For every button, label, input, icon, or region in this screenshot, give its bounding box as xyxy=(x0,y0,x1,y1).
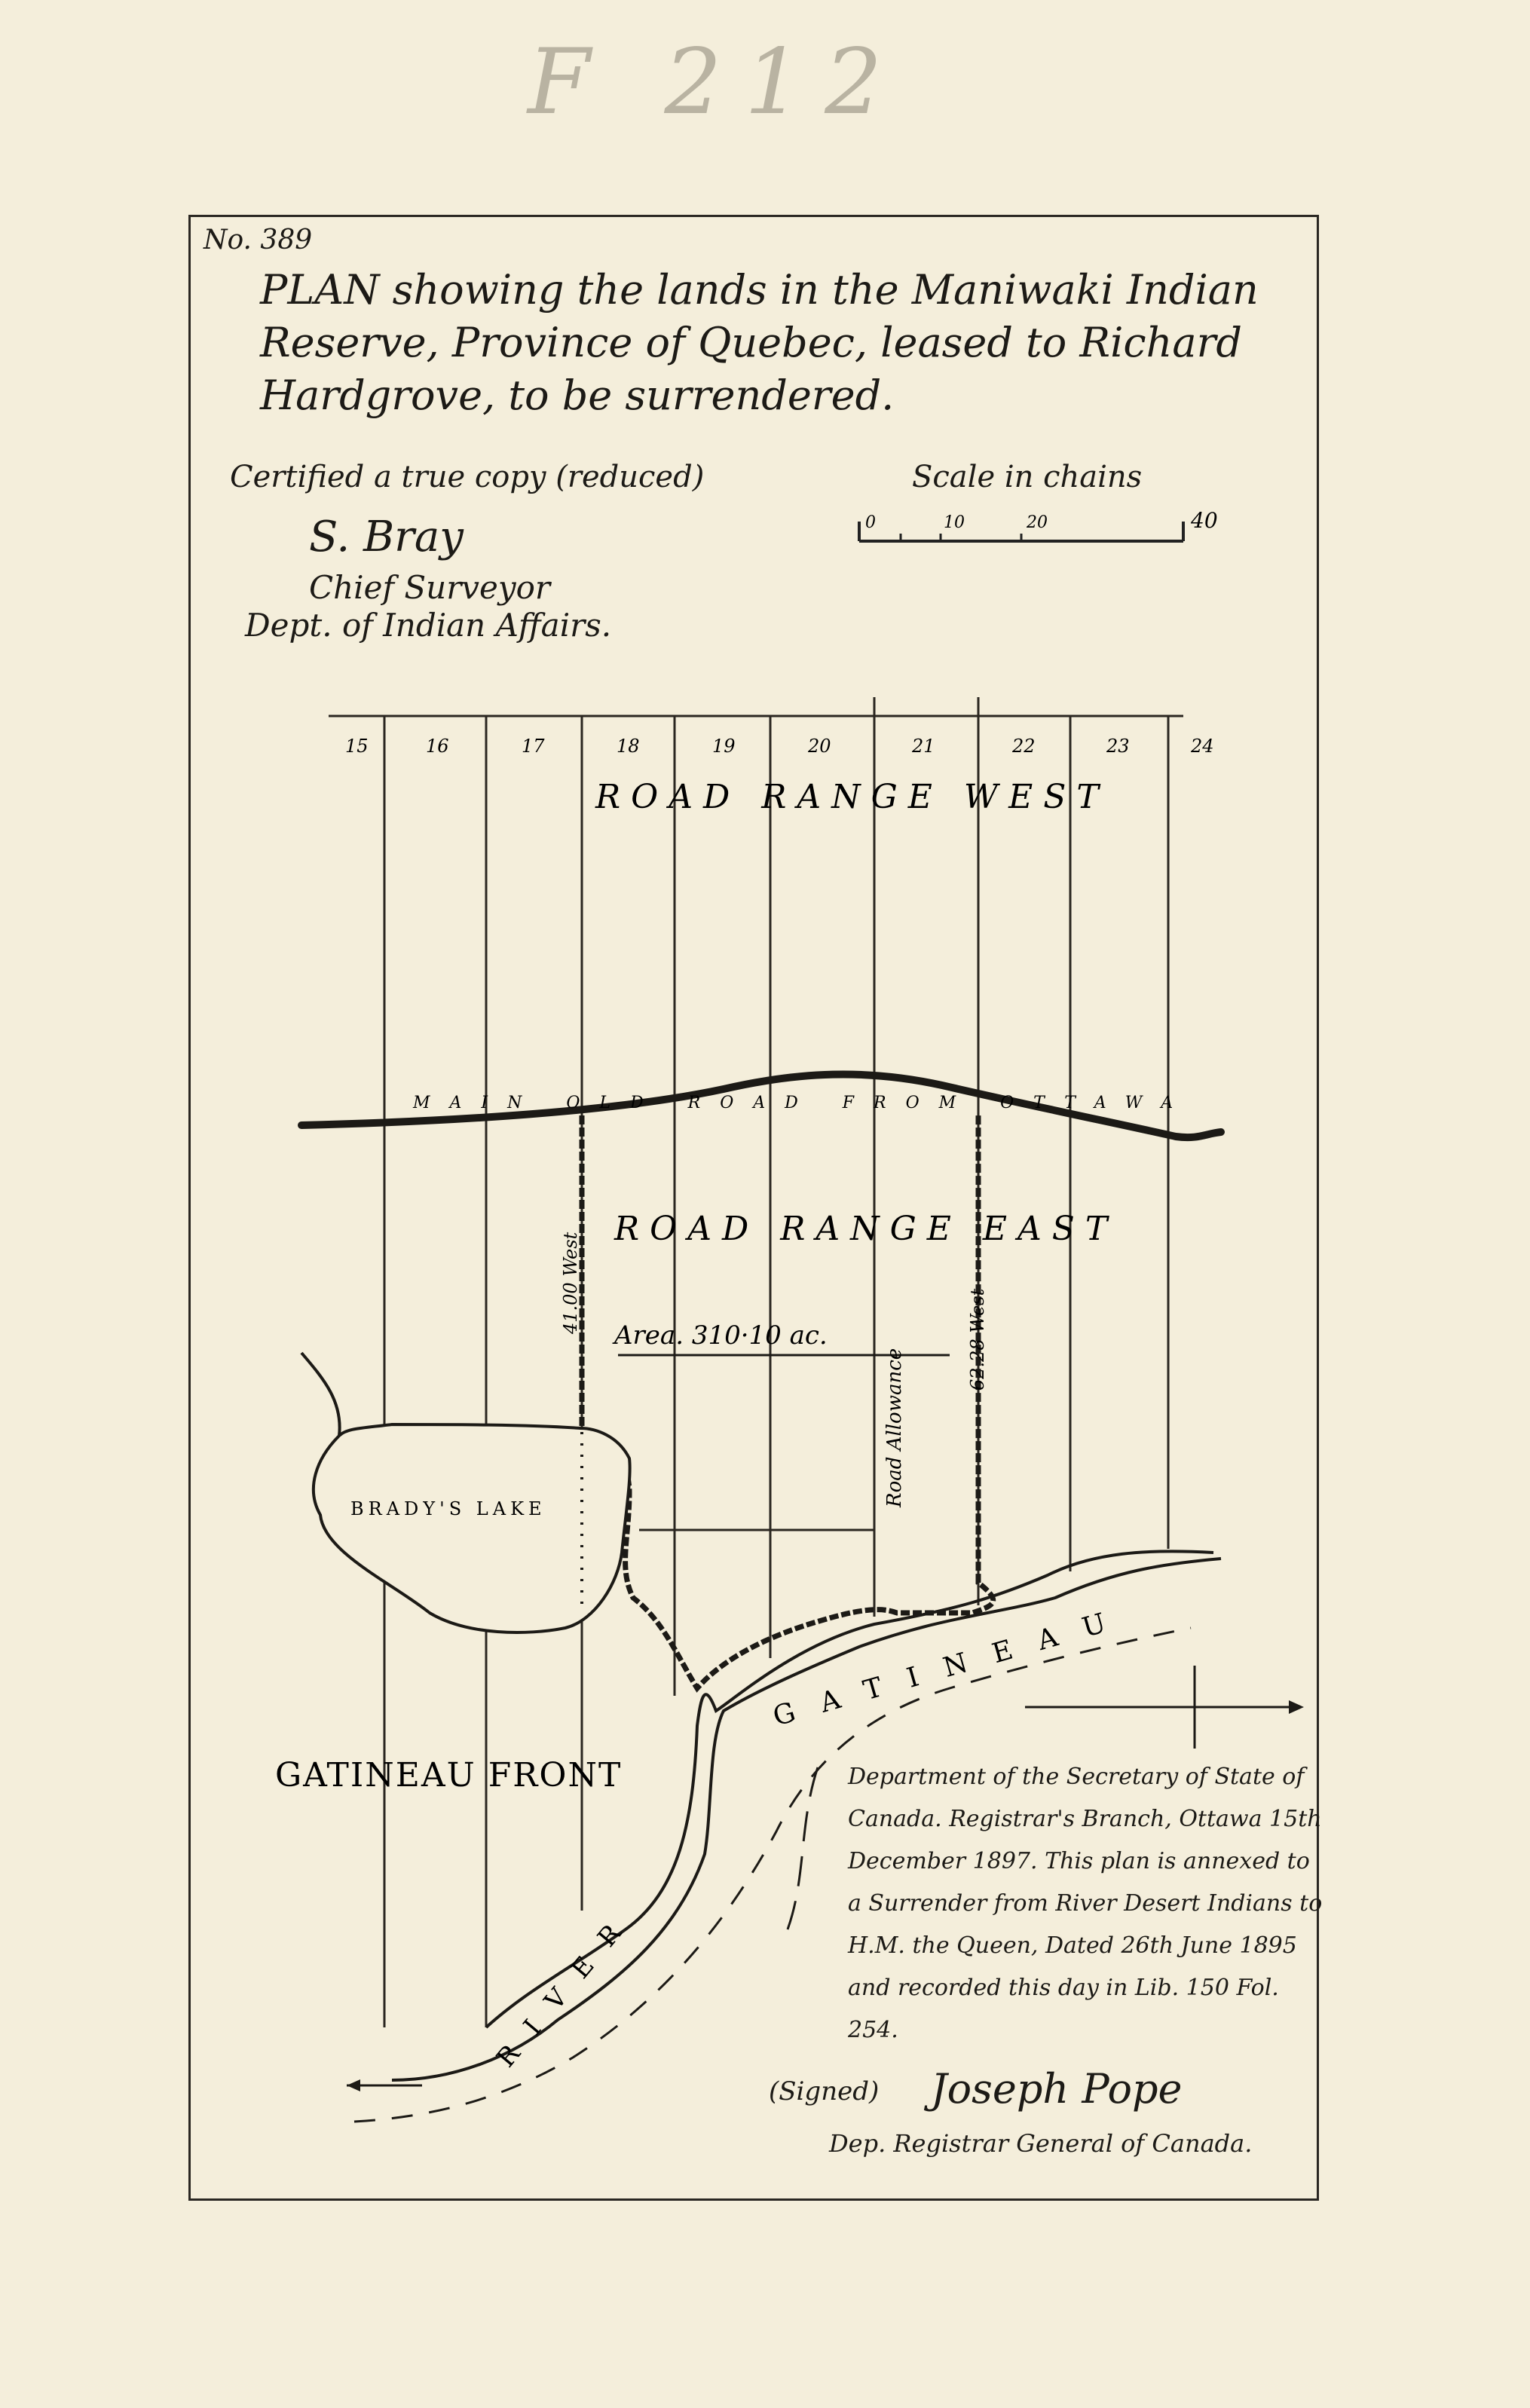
river-centre-dashed-line xyxy=(353,1626,1192,2123)
lot-numbers: 15 16 17 18 19 20 21 22 23 24 xyxy=(345,736,1214,757)
flow-arrow-icon xyxy=(347,2079,422,2091)
east-boundary-length: 62.28 West xyxy=(967,1288,988,1391)
plan-number: No. 389 xyxy=(203,225,313,255)
lot-17: 17 xyxy=(522,736,545,757)
pencil-catalog-mark: F 212 xyxy=(528,30,905,135)
surveyor-signature: S. Bray xyxy=(309,513,464,561)
registration-note: Department of the Secretary of State of … xyxy=(848,1764,1323,2043)
map-frame xyxy=(188,215,1319,2201)
bradys-lake-label: BRADY'S LAKE xyxy=(350,1498,546,1519)
leased-land-boundary xyxy=(579,1115,996,1693)
scale-tick-40: 40 xyxy=(1190,508,1218,533)
lot-23: 23 xyxy=(1106,736,1130,757)
registrar-signature: Joseph Pope xyxy=(931,2065,1183,2113)
surveyor-department: Dept. of Indian Affairs. xyxy=(245,607,612,644)
gatineau-front-label: GATINEAU FRONT xyxy=(275,1756,622,1795)
lot-16: 16 xyxy=(426,736,449,757)
lot-18: 18 xyxy=(617,736,640,757)
registrar-title: Dep. Registrar General of Canada. xyxy=(829,2129,1253,2158)
main-road-line xyxy=(298,1070,1225,1142)
scale-bar: 0 10 20 40 xyxy=(858,508,1218,543)
lot-20: 20 xyxy=(807,736,831,757)
certification-line: Certified a true copy (reduced) xyxy=(230,460,705,494)
scale-tick-20: 20 xyxy=(1026,513,1048,532)
lot-21: 21 xyxy=(911,736,935,757)
north-arrow-icon xyxy=(1025,1666,1304,1749)
scale-tick-10: 10 xyxy=(944,513,965,532)
river-north-bank xyxy=(485,1550,1214,2029)
bradys-lake-shore xyxy=(300,1351,632,1634)
river-south-bank xyxy=(391,1557,1222,2082)
lot-24: 24 xyxy=(1190,736,1214,757)
lot-22: 22 xyxy=(1011,736,1036,757)
area-label: Area. 310·10 ac. xyxy=(612,1320,828,1351)
surveyor-title: Chief Surveyor xyxy=(309,569,550,606)
scale-label: Scale in chains xyxy=(912,460,1143,494)
lot-19: 19 xyxy=(712,736,736,757)
river-word-label: RIVER xyxy=(491,1902,641,2073)
main-road-label: MAIN OLD ROAD FROM OTTAWA xyxy=(412,1094,1192,1112)
road-range-west-label: ROAD RANGE WEST xyxy=(595,778,1109,816)
plan-title: PLAN showing the lands in the Maniwaki I… xyxy=(260,266,1259,419)
lot-15: 15 xyxy=(345,736,369,757)
west-boundary-length: 41.00 West xyxy=(560,1232,581,1335)
road-allowance-label: Road Allowance xyxy=(883,1348,906,1508)
road-range-east-label: ROAD RANGE EAST xyxy=(614,1210,1118,1248)
signed-mark: (Signed) xyxy=(769,2076,880,2107)
scale-tick-0: 0 xyxy=(865,513,876,532)
